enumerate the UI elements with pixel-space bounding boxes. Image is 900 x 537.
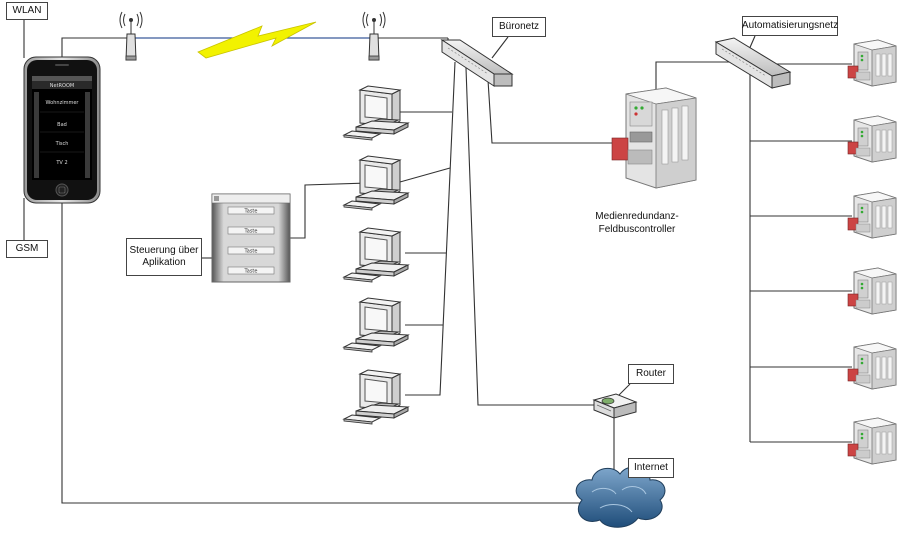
desktop-computer-icon	[343, 227, 409, 283]
router-label: Router	[628, 364, 674, 384]
steuerung-label: Steuerung über Aplikation	[126, 238, 202, 276]
io-module-icon	[847, 39, 897, 87]
phone-menu-item[interactable]: Bad	[57, 122, 67, 128]
network-switch-icon	[714, 37, 792, 89]
app-window: Taste Taste Taste Taste	[211, 193, 291, 283]
desktop-computer-icon	[343, 369, 409, 425]
router-label-line	[617, 383, 631, 397]
lightning-icon	[197, 21, 317, 59]
wifi-antenna-icon	[362, 11, 386, 61]
automatisierungsnetz-label: Automatisierungsnetz	[742, 16, 838, 36]
office-router-line	[465, 67, 600, 406]
io-module-icon	[847, 191, 897, 239]
io-module-icon	[847, 417, 897, 465]
bueronetz-label: Büronetz	[492, 17, 546, 37]
gsm-label: GSM	[6, 240, 48, 258]
io-module-icon	[847, 342, 897, 390]
io-module-icon	[847, 115, 897, 163]
io-module-icon	[847, 267, 897, 315]
controller-automation-line	[655, 61, 730, 90]
controller-label-line2: Feldbuscontroller	[598, 224, 676, 235]
router-icon	[592, 393, 638, 419]
pc2-branch	[290, 167, 451, 239]
wifi-antenna-icon	[119, 11, 143, 61]
steuerung-label-line1: Steuerung über	[129, 244, 199, 256]
phone-title: NetROOM	[50, 83, 74, 89]
phone-menu-item[interactable]: Wohnzimmer	[46, 100, 80, 106]
app-button[interactable]: Taste	[244, 229, 258, 235]
wlan-link-line	[61, 37, 130, 57]
desktop-computer-icon	[343, 85, 409, 141]
steuerung-label-line2: Aplikation	[142, 257, 186, 268]
smartphone-icon: NetROOM Wohnzimmer Bad Tisch TV 2	[23, 56, 101, 204]
phone-menu-item[interactable]: Tisch	[55, 141, 69, 147]
bueronetz-label-line	[491, 36, 509, 59]
connections	[23, 20, 852, 504]
controller-label-line1: Medienredundanz-	[595, 211, 679, 222]
controller-label: Medienredundanz- Feldbuscontroller	[582, 210, 692, 236]
internet-label: Internet	[628, 458, 674, 478]
desktop-computer-icon	[343, 297, 409, 353]
office-controller-line	[487, 79, 612, 144]
fieldbus-controller-icon	[611, 87, 697, 189]
gsm-internet-line	[61, 198, 582, 504]
wlan-label: WLAN	[6, 2, 48, 20]
app-button[interactable]: Taste	[244, 209, 258, 215]
office-spine-line	[405, 61, 456, 396]
network-switch-icon	[440, 39, 514, 87]
app-button[interactable]: Taste	[244, 249, 258, 255]
app-button[interactable]: Taste	[244, 269, 258, 275]
phone-menu-item[interactable]: TV 2	[55, 160, 67, 166]
internet-cloud-icon	[575, 466, 666, 528]
